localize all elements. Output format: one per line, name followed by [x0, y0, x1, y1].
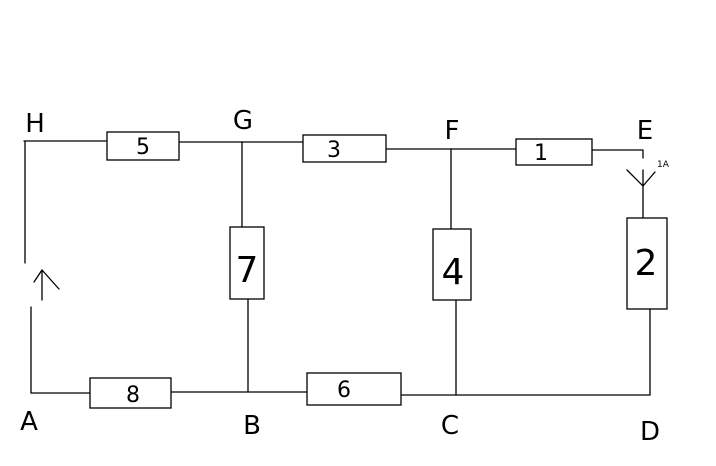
node-label-a: A	[20, 407, 38, 437]
wires	[23, 140, 651, 396]
resistor-6-label: 6	[337, 378, 351, 403]
resistor-6: 6	[306, 372, 402, 406]
current-arrow-left	[33, 269, 60, 301]
node-label-e: E	[637, 116, 653, 146]
node-label-h: H	[25, 109, 45, 139]
resistor-8-label: 8	[126, 383, 140, 408]
resistor-8: 8	[89, 377, 172, 409]
resistor-1: 1	[515, 138, 593, 166]
resistor-3: 3	[302, 134, 387, 163]
resistor-2-label: 2	[635, 243, 658, 284]
resistor-7: 7	[229, 226, 265, 300]
resistor-4-label: 4	[442, 252, 465, 293]
resistor-2: 2	[626, 217, 668, 310]
current-arrow-e: 1A	[626, 160, 670, 187]
resistor-5-label: 5	[136, 135, 150, 160]
resistor-5: 5	[106, 131, 180, 161]
current-label-1a: 1A	[657, 160, 670, 170]
resistor-3-label: 3	[327, 138, 341, 163]
node-label-g: G	[233, 106, 253, 136]
resistor-7-label: 7	[236, 250, 259, 291]
node-label-b: B	[243, 411, 261, 441]
resistor-1-label: 1	[534, 141, 548, 166]
resistor-4: 4	[432, 228, 472, 301]
wire-r1-e	[591, 149, 644, 159]
node-label-c: C	[441, 411, 459, 441]
node-label-d: D	[640, 417, 660, 447]
node-label-f: F	[445, 116, 460, 146]
